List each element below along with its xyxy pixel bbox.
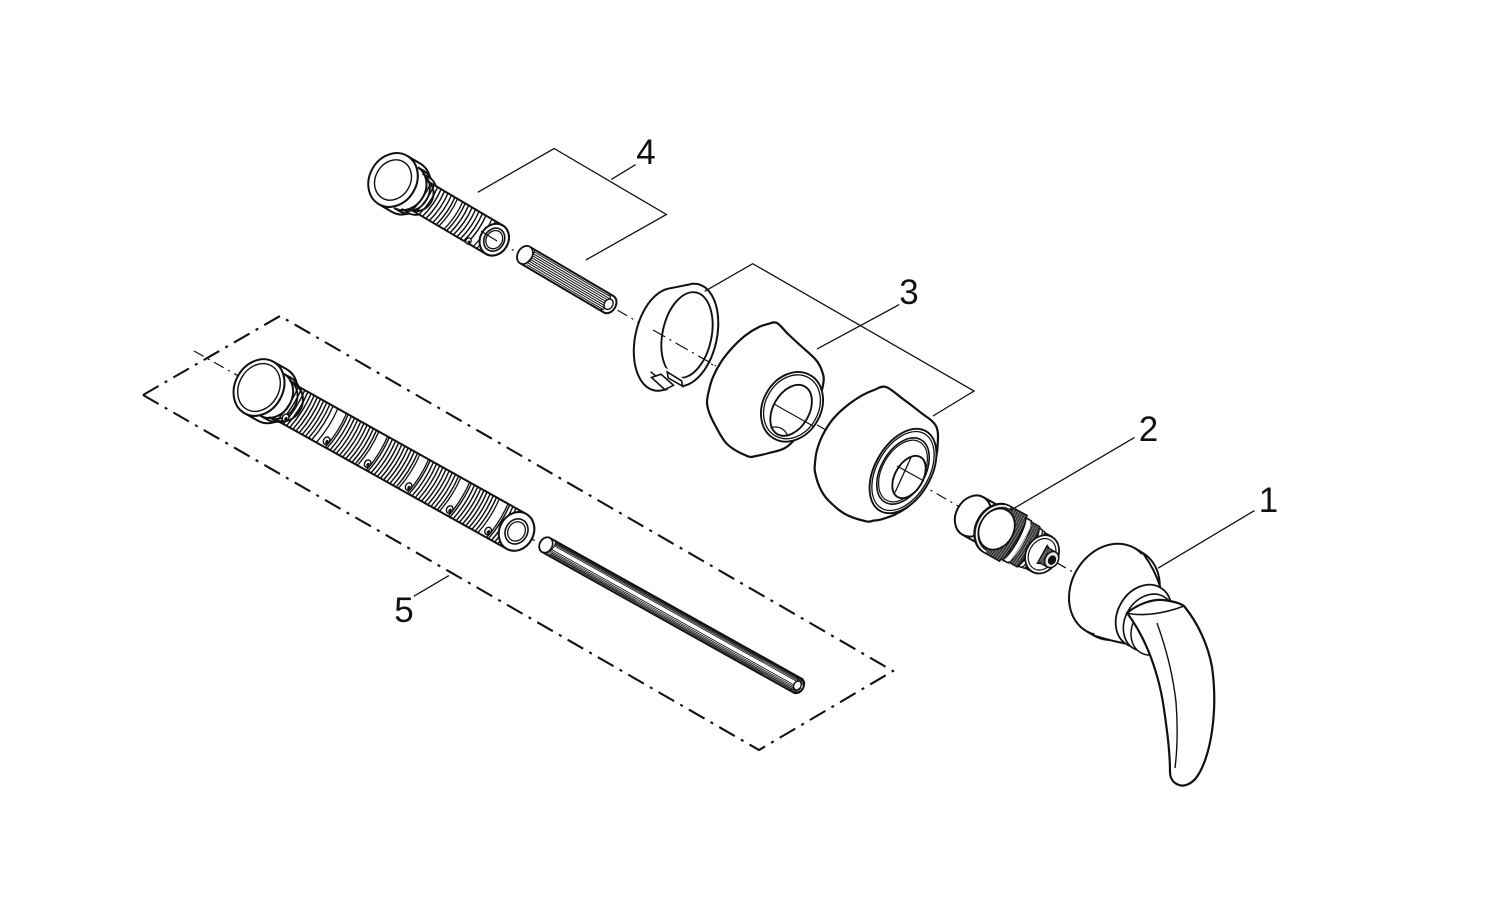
svg-text:5: 5 [394,591,413,630]
svg-text:4: 4 [636,133,655,172]
svg-text:1: 1 [1259,481,1278,520]
svg-text:3: 3 [899,273,918,312]
svg-text:2: 2 [1139,410,1158,449]
